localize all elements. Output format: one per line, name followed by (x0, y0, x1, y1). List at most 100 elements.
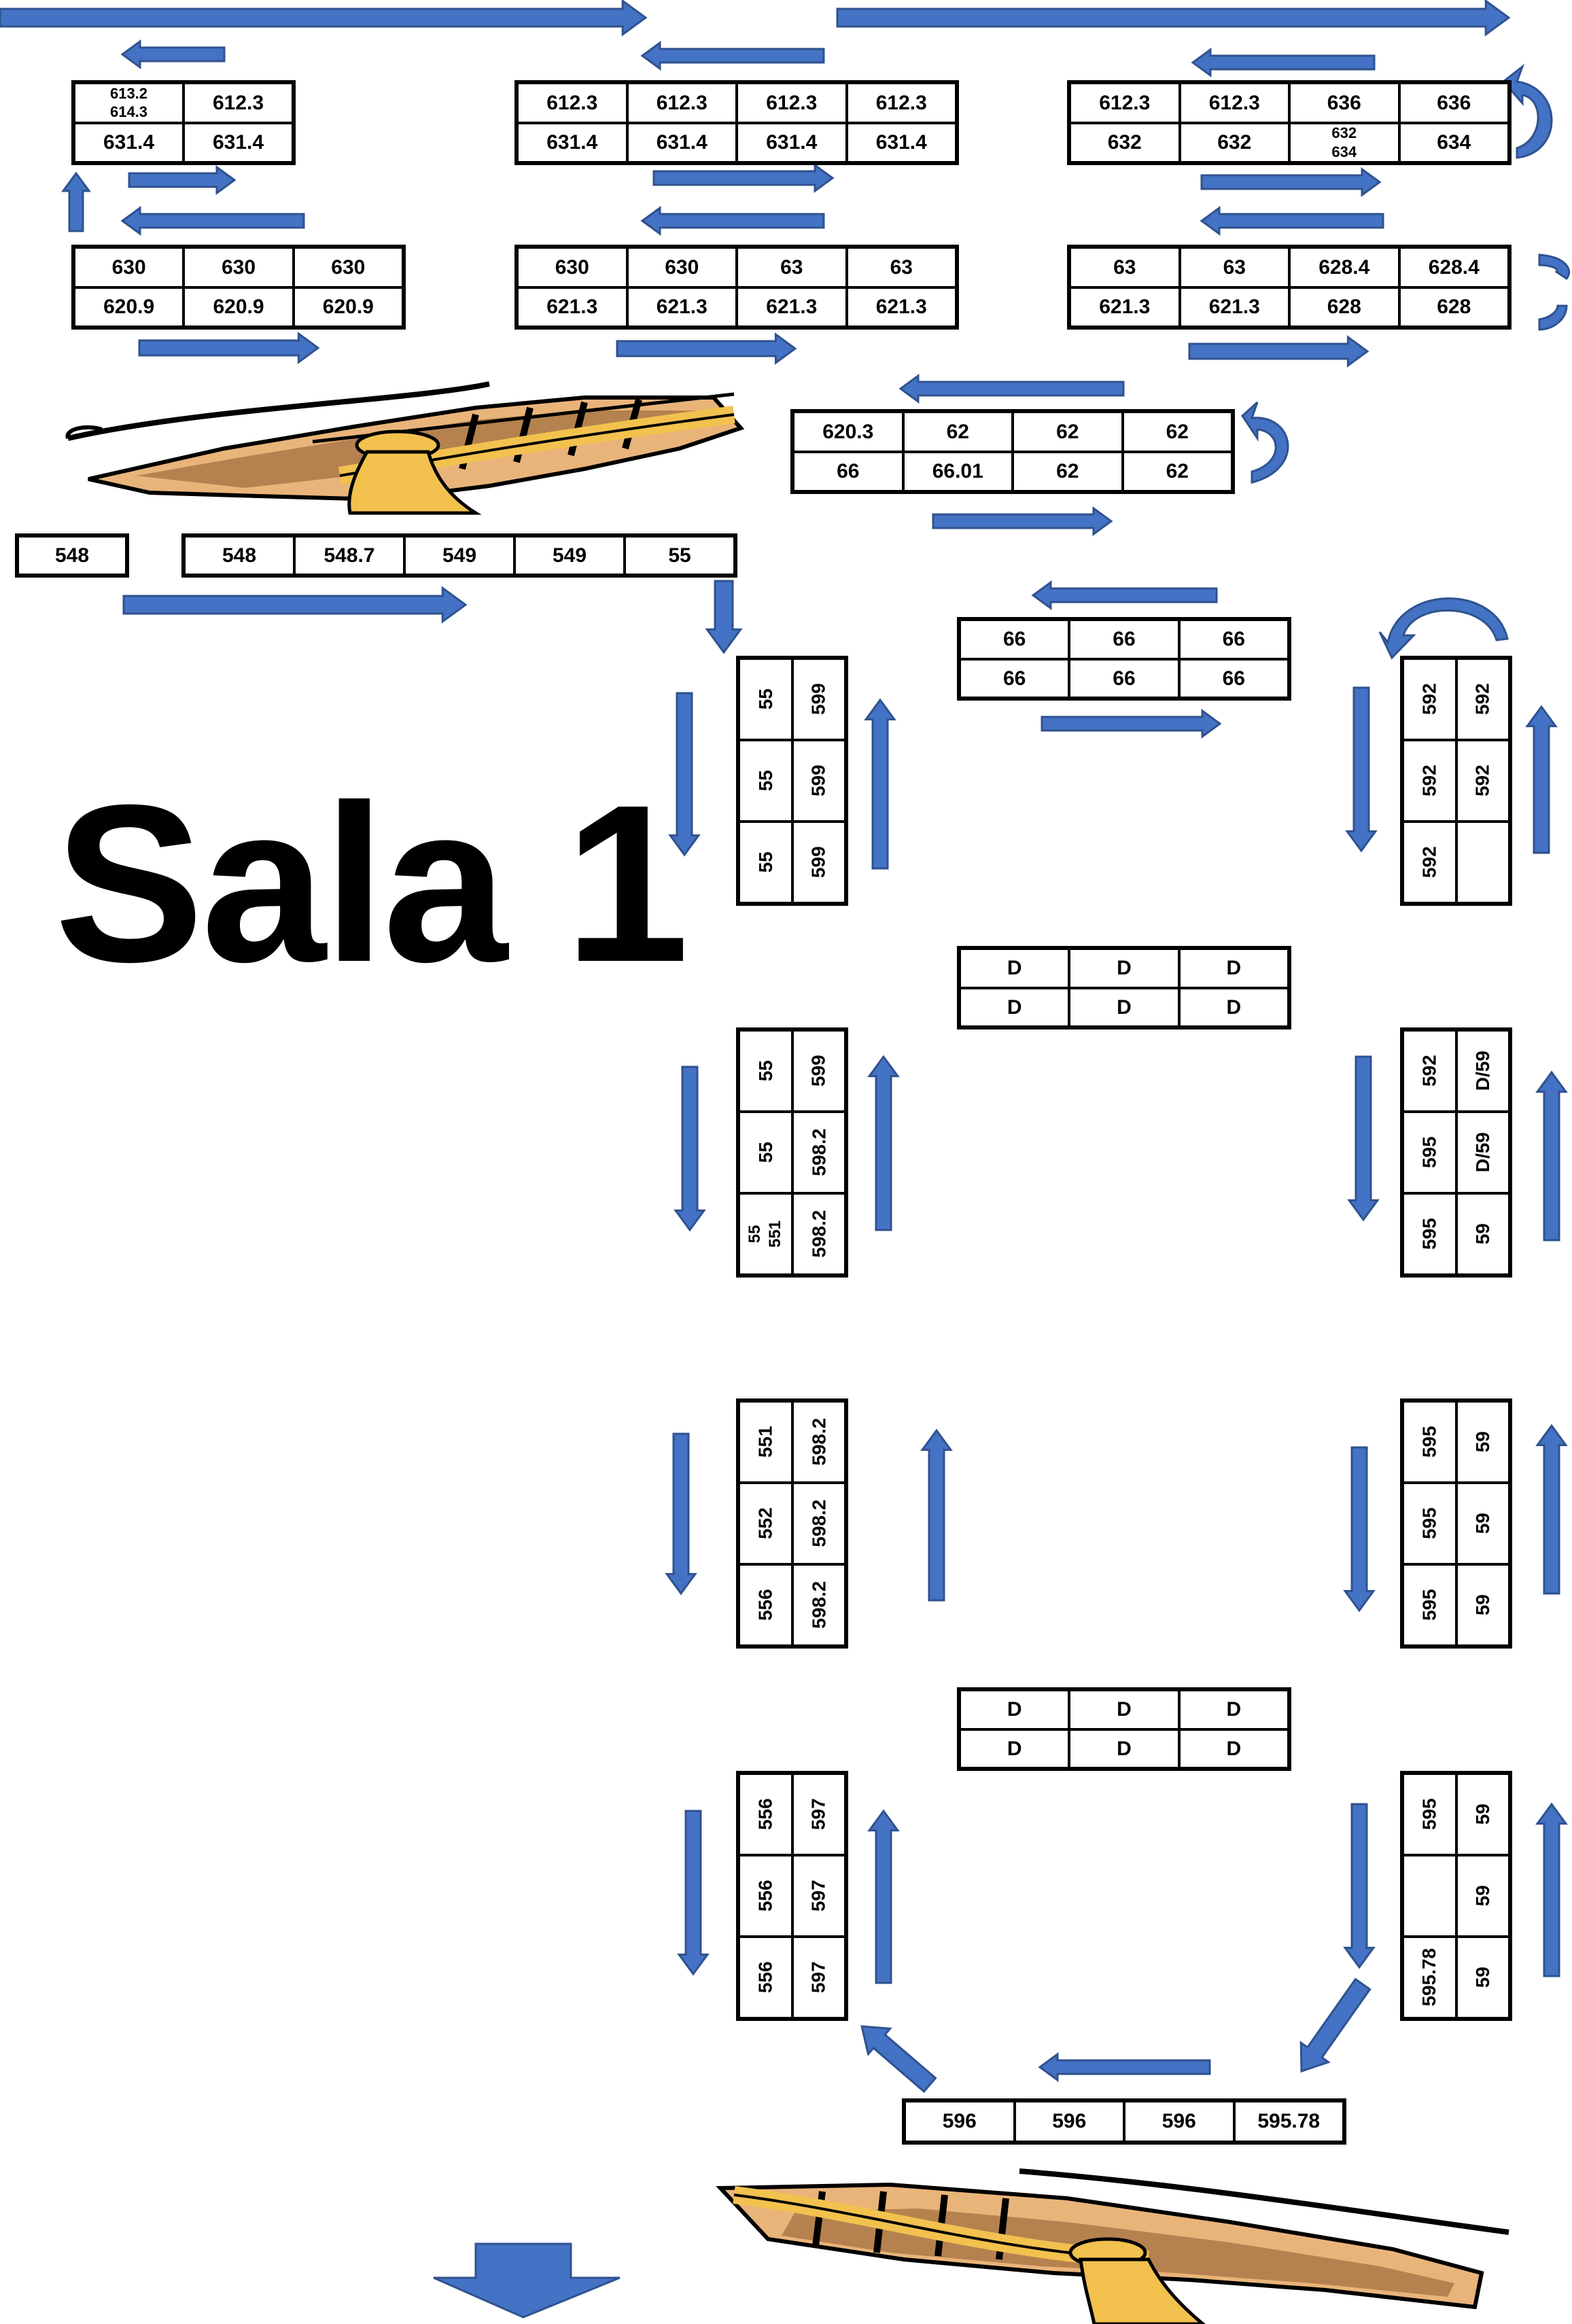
shelf-cell-label: 621.3 (766, 296, 818, 318)
shelf-cell: 632 (1070, 122, 1180, 162)
shelf-cell: 551 (739, 1401, 792, 1483)
shelf-cell: 59 (1456, 1855, 1509, 1937)
shelf-cell-label: 63 (1113, 256, 1136, 279)
shelf-cell-label: 630 (221, 256, 256, 279)
shelf-cell: 595.78 (1403, 1937, 1456, 2018)
shelf-cell: 612.3 (1070, 83, 1180, 123)
shelf-cell: D (960, 1729, 1070, 1768)
shelf-cell: 592 (1456, 658, 1509, 740)
shelf-cell: 595 (1403, 1774, 1456, 1855)
flow-arrow-icon (1031, 580, 1218, 610)
shelf-cell-label: 62 (1056, 420, 1079, 443)
shelf-cell: 66 (793, 451, 903, 491)
shelf-cell-label: 55 (754, 1060, 776, 1082)
shelf-cell-label: 628.4 (1428, 256, 1480, 279)
flow-arrow-icon (1535, 1424, 1568, 1595)
shelf-cell-label: 599 (808, 1055, 830, 1087)
shelf-cell: 595 (1403, 1112, 1456, 1193)
shelf-cell-label: 595 (1418, 1218, 1440, 1250)
shelf-cell: 595 (1403, 1483, 1456, 1564)
shelf-cell-label: 592 (1418, 764, 1440, 797)
shelf-cell-label: 55 (754, 851, 776, 873)
shelf-cell: 621.3 (517, 287, 627, 327)
shelf-cell-label: 66 (1113, 628, 1136, 650)
shelf-cell-label: 59 (1472, 1431, 1494, 1453)
shelf-cell: 620.9 (74, 287, 184, 327)
shelf-cell: 548.7 (294, 536, 404, 575)
flow-arrow-icon (138, 332, 320, 364)
shelf-cell-label: 597 (808, 1798, 830, 1831)
shelf-cell-label: 62 (1166, 420, 1189, 443)
shelf-cell: 628 (1399, 287, 1509, 327)
shelf-cell: 66 (1069, 658, 1179, 698)
flow-arrow-icon (1041, 709, 1222, 739)
shelf-cell-label: 612.3 (875, 91, 927, 114)
shelf-cell-label: 621.3 (656, 296, 708, 318)
shelf-cell-label: 598.2 (808, 1210, 830, 1258)
shelf-cell-label: 66 (1222, 628, 1245, 650)
shelf-cell: D (1069, 949, 1179, 988)
shelf-cell: 59 (1456, 1193, 1509, 1275)
flow-arrow-icon (1200, 167, 1382, 197)
shelf-cell-label: D (1007, 1737, 1022, 1760)
shelf-cell-label: 598.2 (808, 1418, 830, 1466)
up-arrow-icon (61, 171, 91, 232)
shelf-cell-label: 620.9 (213, 296, 264, 318)
shelf-cell: 55 (739, 1112, 792, 1193)
shelf-cell-label: 66 (837, 460, 860, 482)
shelf-cell-line: 551 (766, 1220, 785, 1248)
shelf-cell-label: 628 (1327, 296, 1361, 318)
shelf-cell: 59 (1456, 1564, 1509, 1646)
shelf-cell-label: 592 (1418, 846, 1440, 879)
shelf-cell-label: 631.4 (212, 131, 264, 154)
shelf-cell-label: 62 (946, 420, 969, 443)
shelf-cell: 631.4 (627, 122, 737, 162)
shelf-cell-label: 595 (1418, 1589, 1440, 1621)
staircase-bottom-icon (716, 2168, 1509, 2324)
shelf-cell: 63 (1179, 247, 1289, 287)
shelf-cell-label: 592 (1418, 1055, 1440, 1087)
flow-arrow-icon (120, 206, 305, 236)
flow-arrow-icon (1188, 335, 1369, 368)
shelf-cell: 612.3 (184, 83, 293, 123)
shelf-cell-label: 595.78 (1257, 2110, 1321, 2133)
shelf-cell: 636 (1399, 83, 1509, 123)
flow-arrow-icon (864, 698, 896, 870)
shelf-cell-label: 66 (1002, 667, 1026, 690)
shelf-cell: 63 (737, 247, 847, 287)
shelf-cell: 55 (739, 658, 792, 740)
flow-arrow-icon (867, 1055, 900, 1231)
shelf-cell: 621.3 (1070, 287, 1180, 327)
shelf-cell: 556 (739, 1564, 792, 1646)
shelf-cell-label: 549 (552, 544, 587, 567)
shelf-cell-label: 596 (1161, 2110, 1196, 2133)
shelf-cell: 612.3 (517, 83, 627, 123)
shelf-cell: 62 (1013, 451, 1123, 491)
shelf-cell-label: 595 (1418, 1798, 1440, 1831)
flow-arrow-icon (932, 506, 1113, 536)
shelf-cell: 55 (625, 536, 735, 575)
shelf-cell: 63 (1070, 247, 1180, 287)
shelf-cell-label: D (1007, 957, 1022, 979)
shelf-cell-label: 59 (1472, 1803, 1494, 1825)
shelf-cell: 66 (1178, 620, 1289, 659)
flow-arrow-icon (128, 165, 237, 195)
shelf-cell-label: 548.7 (324, 544, 375, 567)
flow-arrow-icon (1299, 1977, 1372, 2073)
flow-arrow-icon (898, 374, 1125, 404)
shelf-cell-label: 620.3 (822, 420, 874, 443)
